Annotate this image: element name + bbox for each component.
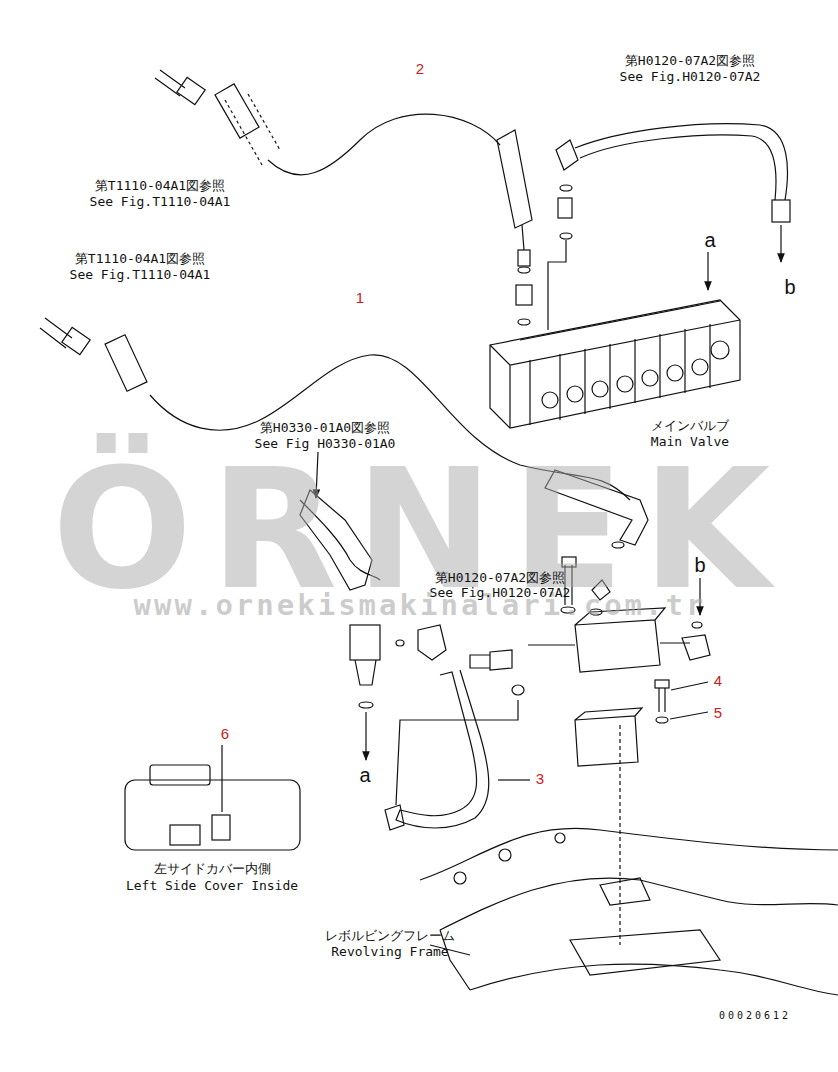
part-name: Left Side Cover Inside	[126, 878, 298, 893]
ref-note: 第H0120-07A2図参照	[625, 53, 755, 68]
ref-note: See Fig.T1110-04A1	[90, 194, 231, 209]
ref-note: 第H0120-07A2図参照	[435, 570, 565, 585]
callout-number: 2	[416, 61, 424, 76]
connection-letter: a	[704, 233, 715, 248]
drawing-code: 00020612	[719, 1008, 791, 1023]
ref-note: See Fig.H0120-07A2	[620, 69, 761, 84]
ref-note: 第T1110-04A1図参照	[75, 251, 205, 266]
connection-letter: b	[694, 558, 705, 573]
callout-number: 4	[714, 673, 722, 688]
callout-number: 6	[221, 726, 229, 741]
ref-note: See Fig.T1110-04A1	[70, 267, 211, 282]
callout-number: 1	[356, 290, 364, 305]
part-name: 左サイドカバー内側	[154, 861, 271, 876]
part-name: メインバルブ	[651, 418, 729, 433]
ref-note: 第H0330-01A0図参照	[260, 420, 390, 435]
ref-note: See Fig.H0120-07A2	[430, 585, 571, 600]
connection-letter: b	[784, 280, 795, 295]
callout-number: 5	[714, 705, 722, 720]
ref-note: 第T1110-04A1図参照	[95, 178, 225, 193]
part-name: レボルビングフレーム	[325, 928, 455, 943]
watermark: www.ornekismakinalari.com.tr	[134, 589, 707, 621]
part-name: Revolving Frame	[331, 944, 448, 959]
connection-letter: a	[359, 768, 370, 783]
callout-number: 3	[536, 771, 544, 786]
